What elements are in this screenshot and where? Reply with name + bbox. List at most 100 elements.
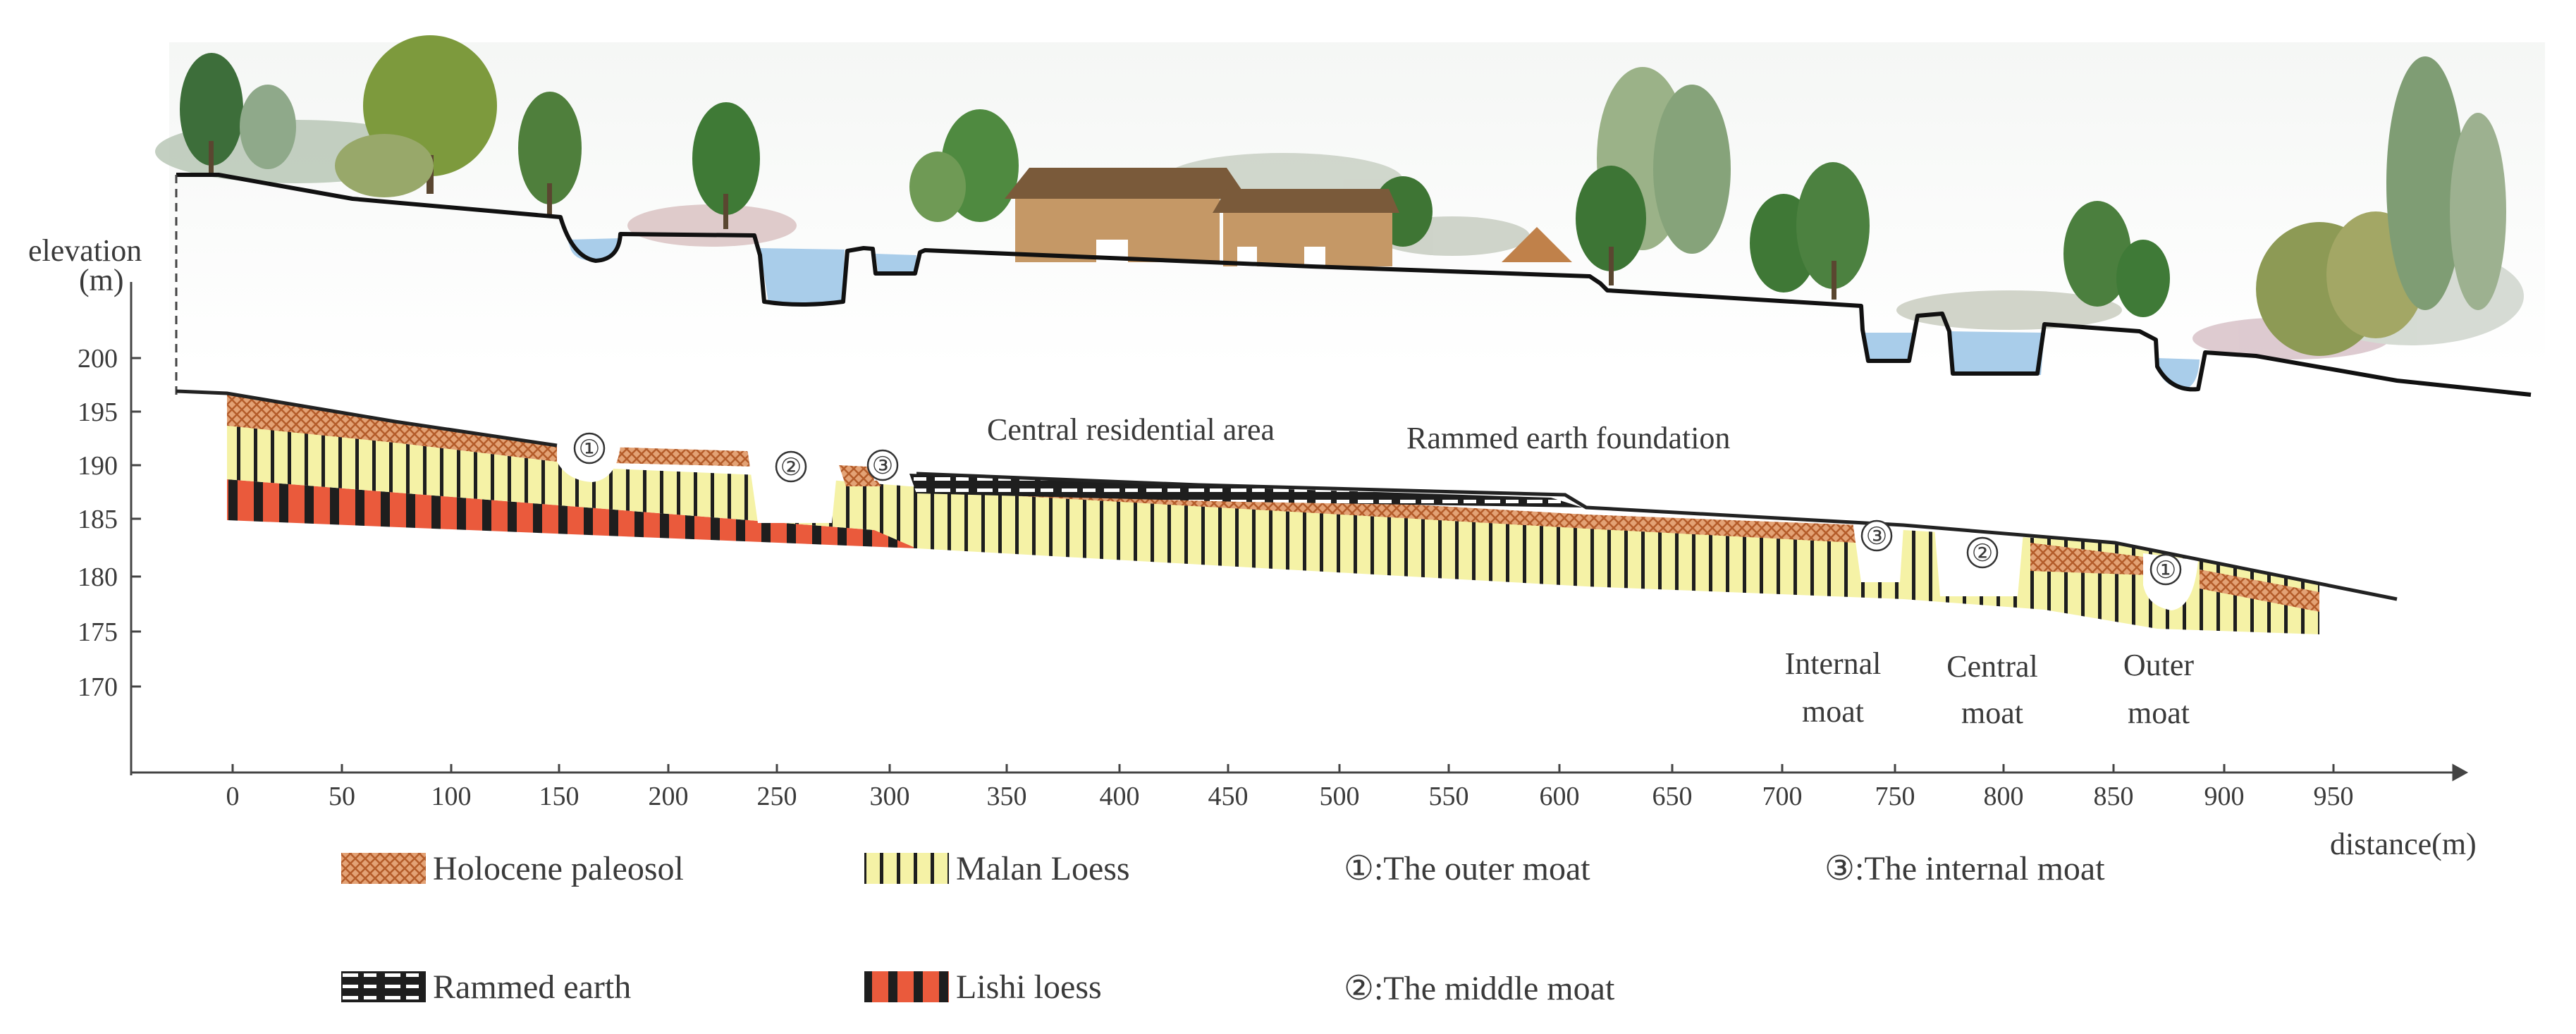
holocene-paleosol-layer [839,465,881,486]
marker-middle-moat-left: ② [775,450,807,483]
svg-text:③: ③ [1866,524,1887,550]
y-axis-title-line1: elevation [28,233,142,268]
tree-icon [180,53,243,166]
tree-icon [2063,201,2131,307]
svg-text:Holocene paleosol: Holocene paleosol [433,850,684,887]
y-tick-label: 195 [78,398,118,427]
internal-moat-label-l1: Internal [1785,646,1882,681]
legend-item-internal-moat: ③:The internal moat [1824,850,2105,887]
svg-text:Malan Loess: Malan Loess [956,850,1130,887]
y-axis-title-line2: (m) [79,263,124,297]
svg-text:②: ② [780,455,802,481]
marker-internal-moat-right: ③ [1860,519,1893,552]
y-tick-label: 190 [78,451,118,481]
svg-text:Rammed earth: Rammed earth [433,968,631,1006]
y-tick-label: 185 [78,505,118,534]
legend-swatch-rammed [341,971,426,1002]
tree-icon [1796,162,1870,289]
marker-outer-moat-right: ① [2149,553,2182,586]
x-tick-label: 900 [2204,782,2245,811]
x-tick-label: 200 [649,782,689,811]
x-tick-label: 250 [757,782,797,811]
ground-surface-line [176,173,2532,397]
x-tick-label: 600 [1540,782,1580,811]
x-tick-label: 850 [2094,782,2134,811]
x-tick-label: 0 [226,782,240,811]
x-tick-label: 450 [1208,782,1249,811]
svg-text:②:The middle moat: ②:The middle moat [1344,970,1615,1007]
tree-icon [2116,240,2170,317]
x-tick-label: 150 [539,782,579,811]
svg-text:③: ③ [872,453,893,479]
x-tick-label: 950 [2314,782,2354,811]
legend-item-middle-moat: ②:The middle moat [1344,970,1615,1007]
legend-item-lishi: Lishi loess [864,968,1102,1006]
section-surface-line [176,389,2398,601]
y-tick-labels: 200 195 190 185 180 175 170 [78,344,118,702]
x-tick-label: 400 [1100,782,1140,811]
axes [130,175,2469,782]
x-tick-label: 300 [870,782,910,811]
tree-icon [692,102,760,215]
x-axis-title: distance(m) [2330,827,2477,861]
stratigraphic-section [176,389,2398,634]
tree-group [180,35,2506,356]
x-tick-label: 350 [987,782,1027,811]
malan-loess-layer [227,423,2319,634]
x-tick-label: 800 [1984,782,2024,811]
legend-swatch-malan [864,853,949,884]
marker-internal-moat-left: ③ [866,449,899,481]
svg-text:①:The outer moat: ①:The outer moat [1344,850,1590,887]
house-group [1005,168,1572,266]
x-axis-arrow [2452,763,2469,782]
legend-item-outer-moat: ①:The outer moat [1344,850,1590,887]
legend-swatch-lishi [864,971,949,1002]
x-tick-marks [231,764,2335,773]
x-tick-label: 700 [1762,782,1803,811]
y-tick-label: 180 [78,562,118,592]
x-tick-label: 750 [1875,782,1915,811]
legend: Holocene paleosol Malan Loess ①:The oute… [341,850,2105,1007]
marker-outer-moat-left: ① [573,432,606,464]
moat-water [568,238,2200,389]
central-moat-label-l1: Central [1946,649,2038,684]
y-tick-label: 200 [78,344,118,374]
x-tick-labels: 0 50 100 150 200 250 300 350 400 450 500… [226,782,2354,811]
x-tick-label: 50 [329,782,355,811]
svg-text:①: ① [2155,558,2176,584]
rammed-earth-layer [909,474,1583,507]
svg-text:②: ② [1972,541,1993,567]
y-tick-marks [131,357,141,688]
y-tick-label: 170 [78,672,118,702]
lishi-loess-layer [227,479,916,548]
x-tick-label: 550 [1429,782,1469,811]
pavilion-icon [1502,227,1572,262]
x-tick-label: 100 [431,782,472,811]
holocene-paleosol-layer [2200,570,2319,612]
tree-icon [1576,166,1646,271]
holocene-paleosol-layer [2030,543,2150,575]
legend-swatch-holocene [341,853,426,884]
roof-icon [1213,189,1399,213]
svg-text:③:The internal moat: ③:The internal moat [1824,850,2105,887]
tree-icon [518,92,582,204]
middle-moat-cut-left [747,448,839,523]
legend-item-malan: Malan Loess [864,850,1130,887]
marker-middle-moat-right: ② [1966,536,1999,569]
legend-item-rammed: Rammed earth [341,968,631,1006]
outer-moat-label-l1: Outer [2123,648,2195,682]
rammed-earth-foundation-label: Rammed earth foundation [1406,421,1730,455]
svg-text:Lishi loess: Lishi loess [956,968,1102,1006]
roof-icon [1005,168,1248,199]
central-moat-label-l2: moat [1961,696,2023,730]
x-tick-label: 500 [1320,782,1360,811]
legend-item-holocene: Holocene paleosol [341,850,684,887]
central-residential-area-label: Central residential area [987,412,1275,447]
moat-markers: ① ② ③ ③ ② ① [573,432,2182,586]
tree-icon [2386,56,2464,310]
outer-moat-label-l2: moat [2128,696,2190,730]
x-tick-label: 650 [1652,782,1693,811]
y-tick-label: 175 [78,617,118,647]
landscape-illustration [155,35,2545,397]
